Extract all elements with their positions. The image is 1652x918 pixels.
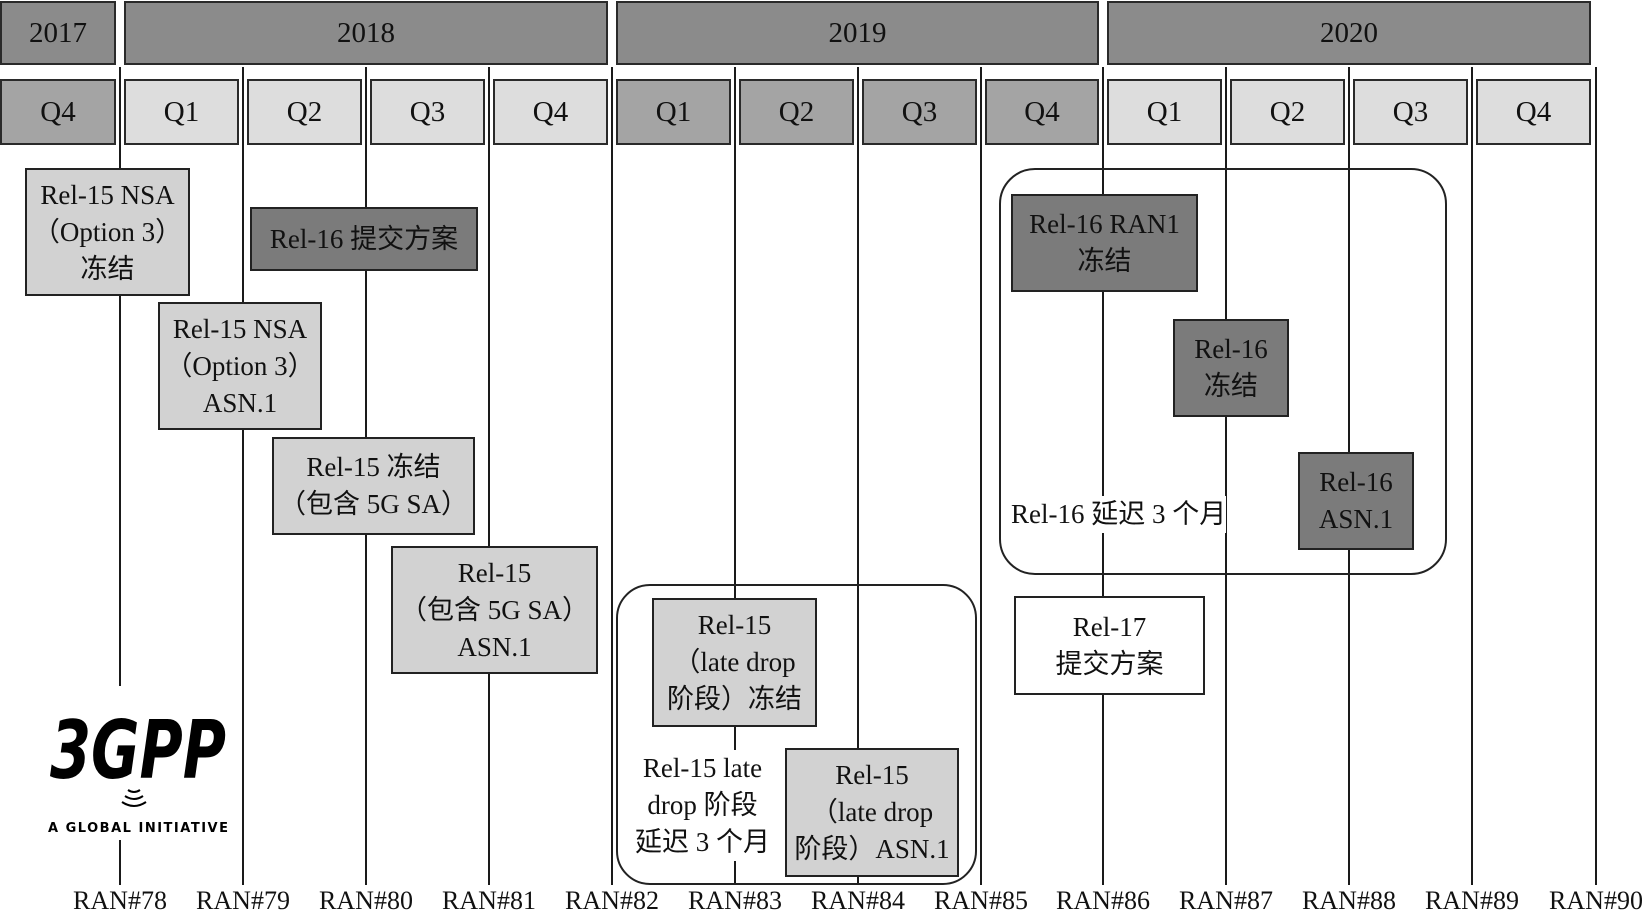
meeting-gridline xyxy=(980,67,982,885)
milestone-rel17-proposal: Rel-17 提交方案 xyxy=(1014,596,1205,695)
milestone-text-line: 冻结 xyxy=(1077,246,1132,276)
meeting-label-ran80: RAN#80 xyxy=(319,886,413,915)
year-2019: 2019 xyxy=(616,1,1099,65)
quarter-2019-q1: Q1 xyxy=(616,79,731,145)
meeting-gridline xyxy=(242,67,244,885)
rel16-group xyxy=(999,168,1447,575)
meeting-label-ran90: RAN#90 xyxy=(1549,886,1643,915)
quarter-2020-q1: Q1 xyxy=(1107,79,1222,145)
milestone-text-line: ASN.1 xyxy=(1318,504,1394,534)
milestone-rel16-ran1-freeze: Rel-16 RAN1 冻结 xyxy=(1011,194,1198,292)
milestone-text-line: ASN.1 xyxy=(202,387,278,418)
milestone-text-line: （包含 5G SA） xyxy=(399,594,589,625)
milestone-rel15-late-drop-asn1: Rel-15 （late drop 阶段）ASN.1 xyxy=(785,748,959,877)
meeting-gridline xyxy=(734,67,736,885)
rel16-delay-note: Rel-16 延迟 3 个月 xyxy=(1011,496,1227,533)
meeting-gridline xyxy=(857,67,859,885)
milestone-text-line: Rel-16 提交方案 xyxy=(269,223,459,254)
meeting-gridline xyxy=(119,67,121,885)
milestone-text-line: Rel-17 xyxy=(1072,611,1147,642)
milestone-text-line: （late drop xyxy=(810,797,934,827)
quarter-2018-q1: Q1 xyxy=(124,79,239,145)
meeting-gridline xyxy=(1102,67,1104,885)
meeting-label-ran83: RAN#83 xyxy=(688,886,782,915)
quarter-2019-q3: Q3 xyxy=(862,79,977,145)
quarter-2017-q4: Q4 xyxy=(0,79,116,145)
milestone-rel15-freeze: Rel-15 冻结 （包含 5G SA） xyxy=(272,437,475,535)
meeting-label-ran85: RAN#85 xyxy=(934,886,1028,915)
milestone-text-line: （Option 3） xyxy=(32,216,183,247)
milestone-text-line: Rel-15 NSA xyxy=(172,313,308,344)
meeting-gridline xyxy=(611,67,613,885)
meeting-label-ran88: RAN#88 xyxy=(1302,886,1396,915)
rel15-late-drop-group xyxy=(616,584,977,885)
quarter-2018-q3: Q3 xyxy=(370,79,485,145)
meeting-label-ran82: RAN#82 xyxy=(565,886,659,915)
quarter-2019-q2: Q2 xyxy=(739,79,854,145)
year-2017: 2017 xyxy=(0,1,116,65)
milestone-text-line: 阶段）冻结 xyxy=(667,684,802,714)
milestone-text-line: Rel-15 xyxy=(697,610,772,640)
meeting-label-ran79: RAN#79 xyxy=(196,886,290,915)
meeting-label-ran86: RAN#86 xyxy=(1056,886,1150,915)
meeting-label-ran81: RAN#81 xyxy=(442,886,536,915)
milestone-text-line: （late drop xyxy=(673,647,796,677)
milestone-rel15-late-drop-freeze: Rel-15 （late drop 阶段）冻结 xyxy=(652,598,817,727)
meeting-gridline xyxy=(1595,67,1597,885)
milestone-text-line: Rel-16 xyxy=(1194,334,1268,364)
year-2018: 2018 xyxy=(124,1,608,65)
rel15-delay-note: Rel-15 late drop 阶段 延迟 3 个月 xyxy=(630,750,775,861)
quarter-2020-q4: Q4 xyxy=(1476,79,1591,145)
milestone-text-line: 提交方案 xyxy=(1055,648,1164,679)
milestone-rel16-freeze: Rel-16 冻结 xyxy=(1173,319,1289,417)
milestone-text-line: 阶段）ASN.1 xyxy=(794,834,950,864)
milestone-text-line: （包含 5G SA） xyxy=(278,489,468,519)
quarter-2018-q4: Q4 xyxy=(493,79,608,145)
quarter-2020-q3: Q3 xyxy=(1353,79,1468,145)
milestone-text-line: Rel-15 NSA xyxy=(40,179,175,210)
milestone-text-line: 冻结 xyxy=(80,253,135,284)
meeting-label-ran87: RAN#87 xyxy=(1179,886,1273,915)
3gpp-logo: 3GPP A GLOBAL INITIATIVE xyxy=(44,686,238,840)
milestone-text-line: ASN.1 xyxy=(457,631,532,662)
milestone-text-line: Rel-15 xyxy=(457,557,532,588)
meeting-gridline xyxy=(1225,67,1227,885)
meeting-label-ran78: RAN#78 xyxy=(73,886,167,915)
milestone-rel15-nsa-asn1: Rel-15 NSA （Option 3） ASN.1 xyxy=(158,302,322,430)
note-text-line: Rel-15 late xyxy=(642,753,763,783)
milestone-text-line: 冻结 xyxy=(1204,371,1258,401)
note-text-line: 延迟 3 个月 xyxy=(635,827,770,857)
meeting-gridline xyxy=(488,67,490,885)
milestone-rel16-proposal: Rel-16 提交方案 xyxy=(250,207,478,271)
quarter-2020-q2: Q2 xyxy=(1230,79,1345,145)
meeting-label-ran89: RAN#89 xyxy=(1425,886,1519,915)
signal-waves-icon xyxy=(121,789,147,807)
milestone-text-line: Rel-16 RAN1 xyxy=(1029,209,1180,239)
year-2020: 2020 xyxy=(1107,1,1591,65)
milestone-text-line: Rel-15 xyxy=(835,760,909,790)
quarter-2019-q4: Q4 xyxy=(985,79,1099,145)
logo-tagline: A GLOBAL INITIATIVE xyxy=(48,821,228,836)
milestone-rel15-asn1: Rel-15 （包含 5G SA） ASN.1 xyxy=(391,546,598,674)
note-text-line: Rel-16 延迟 3 个月 xyxy=(1011,499,1227,529)
milestone-rel16-asn1: Rel-16 ASN.1 xyxy=(1298,452,1414,550)
logo-mark: 3GPP xyxy=(50,704,226,797)
meeting-label-ran84: RAN#84 xyxy=(811,886,905,915)
milestone-rel15-nsa-freeze: Rel-15 NSA （Option 3） 冻结 xyxy=(25,168,190,296)
quarter-2018-q2: Q2 xyxy=(247,79,362,145)
note-text-line: drop 阶段 xyxy=(647,790,758,820)
meeting-gridline xyxy=(1471,67,1473,885)
milestone-text-line: Rel-15 冻结 xyxy=(306,452,441,482)
milestone-text-line: （Option 3） xyxy=(165,350,315,381)
milestone-text-line: Rel-16 xyxy=(1319,467,1393,497)
